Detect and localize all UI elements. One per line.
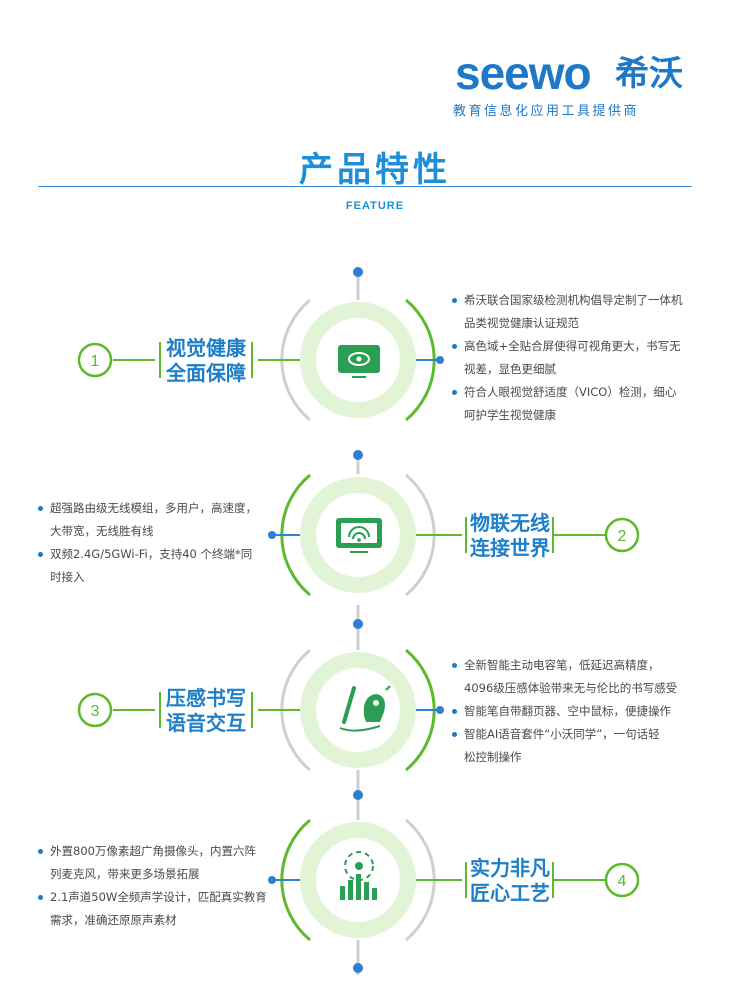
feature-1-heading: 视觉健康 全面保障 [151, 336, 261, 386]
bullet-text: 视差，显色更细腻 [464, 362, 556, 376]
bullet-item: 全新智能主动电容笔，低延迟高精度， 4096级压感体验带来无与伦比的书写感受 [452, 654, 722, 700]
bullet-item: 智能AI语音套件“小沃同学”，一句话轻松控制操作 [452, 723, 722, 769]
bullet-text: 高色域+全贴合屏使得可视角更大，书写无 [464, 339, 681, 353]
bullet-text: 外置800万像素超广角摄像头，内置六阵 [50, 844, 256, 858]
bullet-item: 高色域+全贴合屏使得可视角更大，书写无视差，显色更细腻 [452, 335, 722, 381]
bullet-text: 双频2.4G/5GWi-Fi，支持40 个终端*同 [50, 547, 253, 561]
feature-1-emblem: 1 [77, 298, 444, 422]
bullet-item: 希沃联合国家级检测机构倡导定制了一体机品类视觉健康认证规范 [452, 289, 722, 335]
feature-2-heading-line2: 连接世界 [470, 536, 550, 560]
brand-tagline: 教育信息化应用工具提供商 [453, 104, 640, 119]
bullet-item: 智能笔自带翻页器、空中鼠标，便捷操作 [452, 700, 722, 723]
feature-2-number-text: 2 [618, 528, 627, 545]
page-title: 产品特性 [299, 150, 451, 190]
bullet-text: 2.1声道50W全频声学设计，匹配真实教育 [50, 890, 267, 904]
feature-3-emblem: 3 [77, 648, 444, 772]
bullet-item: 符合人眼视觉舒适度（VICO）检测，细心呵护学生视觉健康 [452, 381, 722, 427]
bullet-text: 大带宽，无线胜有线 [50, 524, 154, 538]
bullet-text: 希沃联合国家级检测机构倡导定制了一体机 [464, 293, 683, 307]
feature-2-heading-line1: 物联无线 [470, 511, 550, 535]
bullet-text: 松控制操作 [464, 750, 522, 764]
feature-3-number-text: 3 [91, 703, 100, 720]
bullet-text: 超强路由级无线模组，多用户，高速度， [50, 501, 257, 515]
feature-1-bullets: 希沃联合国家级检测机构倡导定制了一体机品类视觉健康认证规范 高色域+全贴合屏使得… [452, 289, 722, 427]
title-divider [38, 186, 692, 187]
feature-3-heading-line1: 压感书写 [166, 686, 246, 710]
feature-3-bullets: 全新智能主动电容笔，低延迟高精度， 4096级压感体验带来无与伦比的书写感受 智能… [452, 654, 722, 769]
timeline-dot [353, 619, 363, 629]
bullet-text: 呵护学生视觉健康 [464, 408, 556, 422]
feature-1-heading-line1: 视觉健康 [166, 336, 246, 360]
timeline-dot [353, 267, 363, 277]
timeline-dot [353, 963, 363, 973]
bullet-item: 超强路由级无线模组，多用户，高速度， 大带宽，无线胜有线 [38, 497, 283, 543]
bullet-text: 需求，准确还原原声素材 [50, 913, 177, 927]
bullet-text: 符合人眼视觉舒适度（VICO）检测，细心 [464, 385, 677, 399]
bullet-text: 列麦克风，带来更多场景拓展 [50, 867, 200, 881]
bullet-text: 4096级压感体验带来无与伦比的书写感受 [464, 681, 678, 695]
feature-2-heading: 物联无线 连接世界 [455, 511, 565, 561]
brand-logo-cn: 希沃 [615, 54, 683, 94]
bullet-text: 时接入 [50, 570, 85, 584]
bullet-text: 品类视觉健康认证规范 [464, 316, 579, 330]
timeline-dot [353, 790, 363, 800]
brand-logo-text: seewo [455, 47, 592, 99]
page-subtitle: FEATURE [345, 200, 405, 212]
bullet-item: 2.1声道50W全频声学设计，匹配真实教育需求，准确还原原声素材 [38, 886, 283, 932]
feature-1-heading-line2: 全面保障 [166, 361, 246, 385]
feature-4-number-text: 4 [618, 873, 627, 890]
bullet-text: 智能笔自带翻页器、空中鼠标，便捷操作 [464, 704, 671, 718]
bullet-item: 双频2.4G/5GWi-Fi，支持40 个终端*同时接入 [38, 543, 283, 589]
feature-4-heading-line2: 匠心工艺 [470, 881, 550, 905]
feature-2-emblem: 2 [268, 473, 640, 597]
feature-3-heading-line2: 语音交互 [166, 711, 246, 735]
bullet-text: 智能AI语音套件“小沃同学”，一句话轻 [464, 727, 660, 741]
feature-4-heading: 实力非凡 匠心工艺 [455, 856, 565, 906]
feature-2-bullets: 超强路由级无线模组，多用户，高速度， 大带宽，无线胜有线 双频2.4G/5GWi-… [38, 497, 283, 589]
feature-3-heading: 压感书写 语音交互 [151, 686, 261, 736]
bullet-text: 全新智能主动电容笔，低延迟高精度， [464, 658, 660, 672]
feature-4-heading-line1: 实力非凡 [470, 856, 550, 880]
bullet-item: 外置800万像素超广角摄像头，内置六阵列麦克风，带来更多场景拓展 [38, 840, 283, 886]
feature-4-bullets: 外置800万像素超广角摄像头，内置六阵列麦克风，带来更多场景拓展 2.1声道50… [38, 840, 283, 932]
timeline-dot [353, 450, 363, 460]
feature-1-number-text: 1 [91, 353, 100, 370]
feature-4-emblem: 4 [268, 818, 640, 942]
